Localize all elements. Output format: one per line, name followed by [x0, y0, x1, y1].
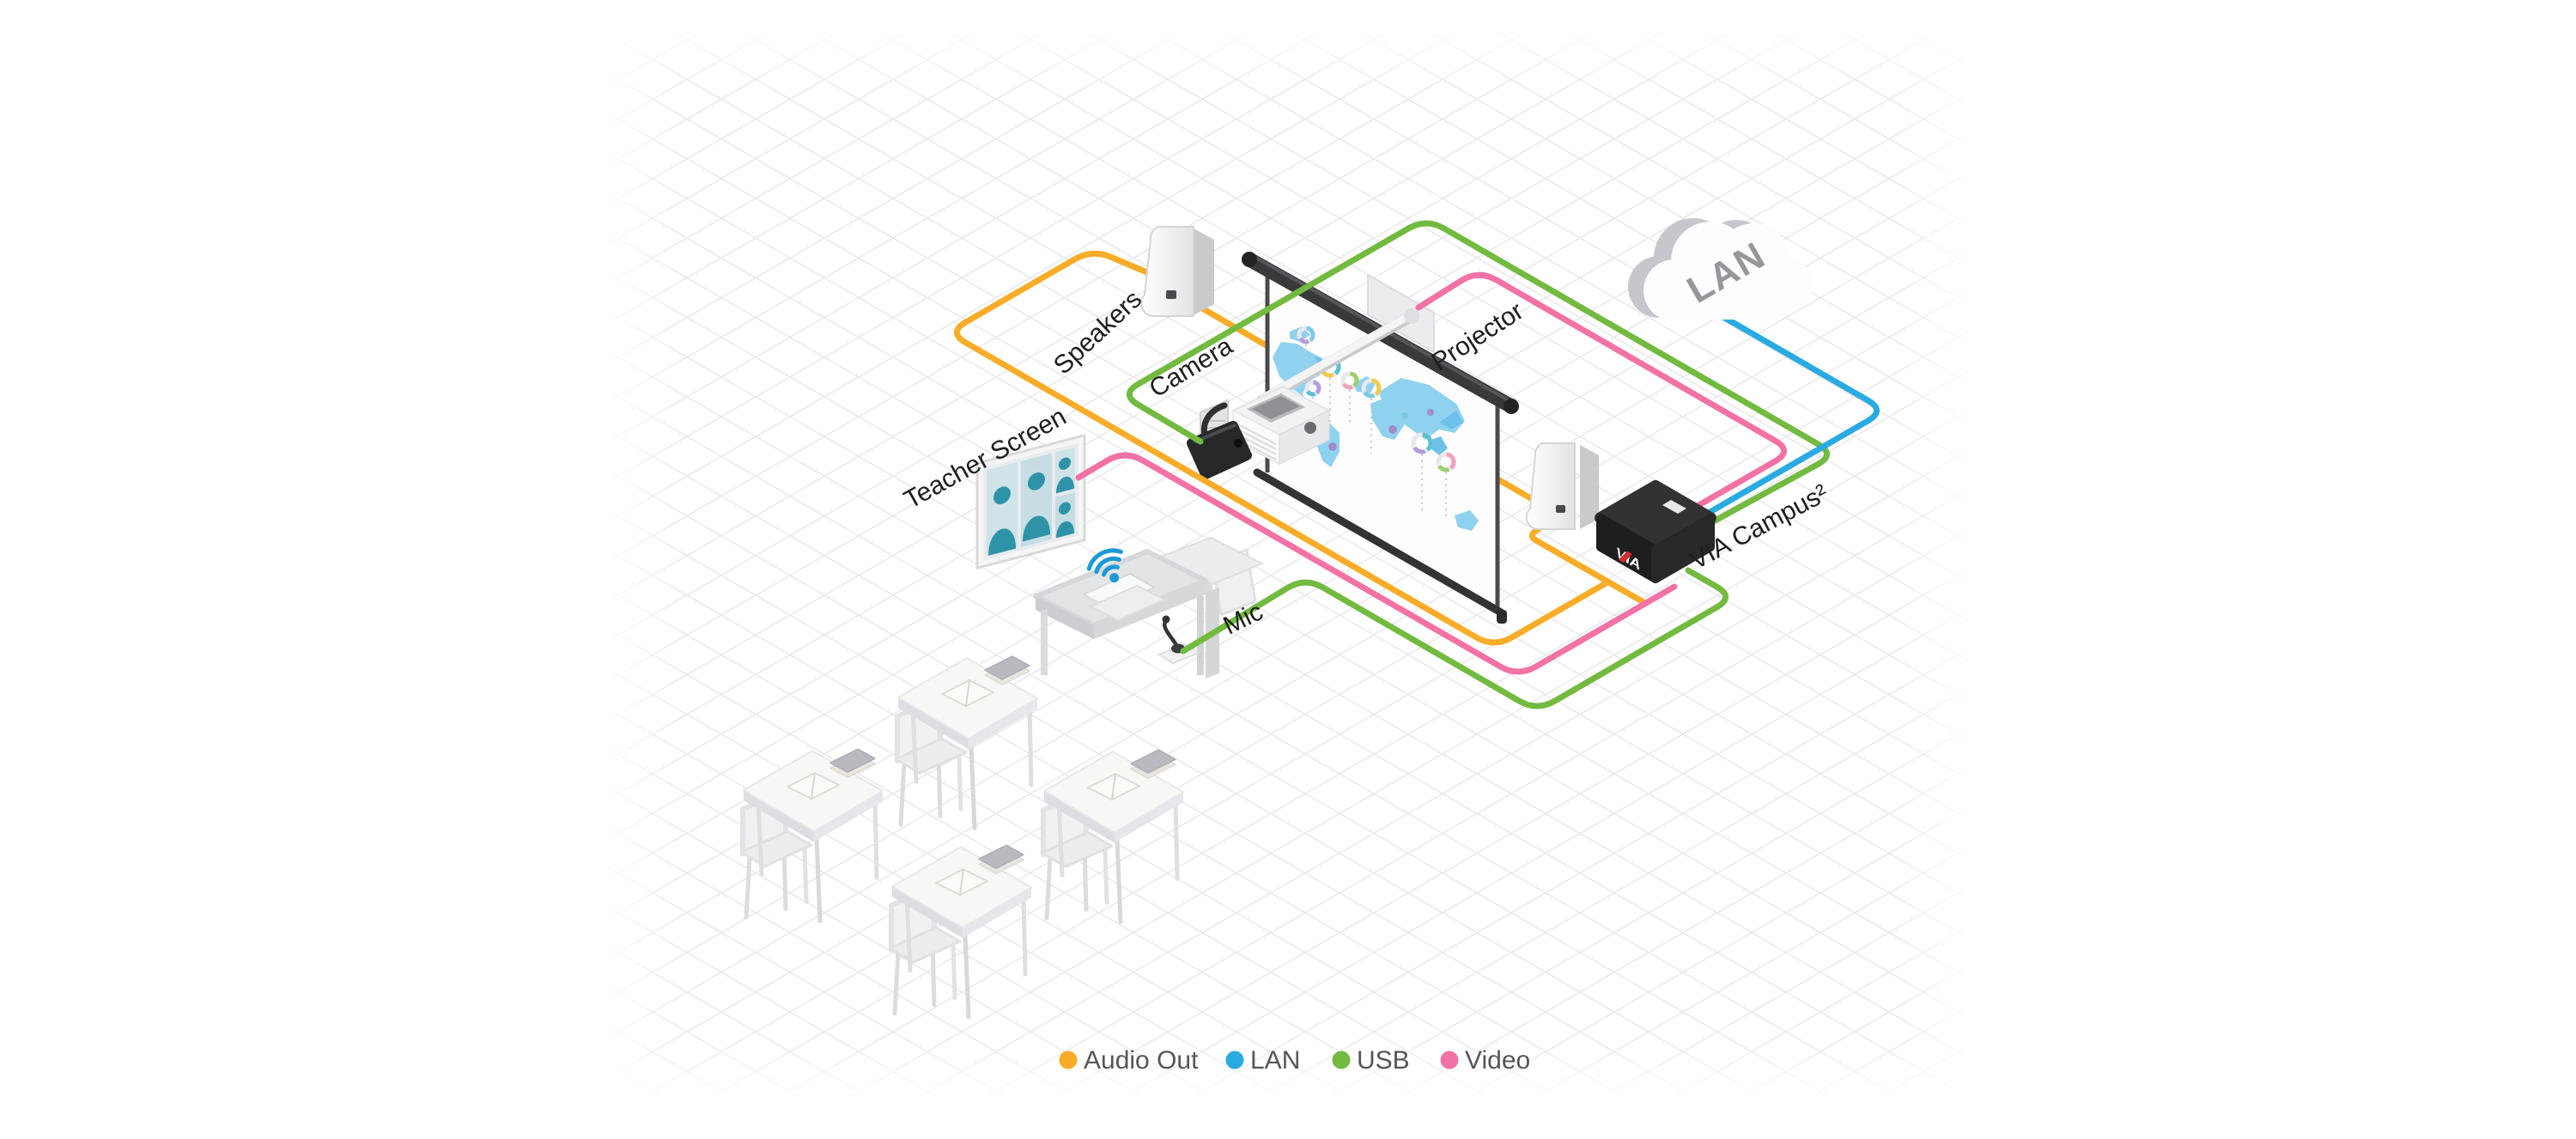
speaker-logo-icon [1556, 505, 1565, 513]
legend-label-audio-out: Audio Out [1084, 1046, 1199, 1075]
left-speaker [1140, 226, 1214, 317]
student-desk [891, 844, 1032, 1020]
legend-item-audio-out: Audio Out [1059, 1046, 1199, 1075]
screen-bottom-bar [1253, 468, 1507, 624]
student-station [739, 748, 884, 923]
student-station [1040, 749, 1184, 924]
cable-usb-mic [1180, 567, 1729, 710]
legend-item-lan: LAN [1225, 1046, 1300, 1075]
legend-dot-audio-out [1059, 1051, 1078, 1069]
book-stack [829, 748, 876, 773]
legend-dot-video [1440, 1051, 1459, 1069]
wifi-icon [1086, 548, 1123, 583]
via-device: VIA [1595, 480, 1716, 583]
speaker-logo-icon [1166, 290, 1176, 299]
right-speaker [1525, 442, 1599, 530]
projector-mount [1256, 273, 1435, 406]
chair-seat [1040, 831, 1114, 868]
student-station [888, 844, 1032, 1020]
legend-dot-usb [1332, 1051, 1351, 1069]
teacher-desk [1033, 536, 1265, 679]
legend-item-usb: USB [1332, 1046, 1410, 1075]
legend: Audio Out LAN USB Video [1059, 1046, 1530, 1075]
book-stack [1130, 749, 1176, 774]
via-top-logo-icon [1662, 500, 1686, 514]
student-classroom [739, 655, 1184, 1020]
book-stack [978, 844, 1024, 869]
student-desk [1043, 749, 1184, 924]
cables [953, 220, 1880, 710]
student-station [894, 655, 1038, 831]
cloud-front [1643, 222, 1813, 321]
chair-seat [894, 737, 968, 775]
legend-item-video: Video [1440, 1046, 1530, 1075]
cable-audio-right-speaker-to-via [1528, 522, 1647, 606]
student-desk [743, 748, 884, 923]
student-desk [897, 655, 1038, 831]
cable-video-projector [1415, 271, 1788, 520]
video-call-participants [988, 457, 1074, 556]
cable-lan-cloud-to-via [1693, 304, 1880, 523]
projector-device [1200, 385, 1332, 471]
chair-seat [888, 926, 962, 964]
iso-grid [601, 24, 1975, 1103]
camera-device [1187, 402, 1252, 479]
legend-label-video: Video [1465, 1046, 1530, 1075]
chair-seat [739, 830, 813, 868]
cable-video-teacher-screen [1075, 452, 1678, 675]
legend-label-usb: USB [1357, 1046, 1410, 1075]
teacher-screen [975, 433, 1086, 570]
cable-audio-via-to-left-speaker [953, 250, 1611, 646]
mount-plate [1367, 273, 1435, 354]
legend-label-lan: LAN [1250, 1046, 1300, 1075]
laptop [1081, 572, 1167, 622]
book-stack [984, 655, 1030, 680]
cable-usb-camera [1126, 220, 1830, 536]
lan-cloud: LAN [1628, 218, 1813, 321]
legend-dot-lan [1225, 1051, 1244, 1069]
